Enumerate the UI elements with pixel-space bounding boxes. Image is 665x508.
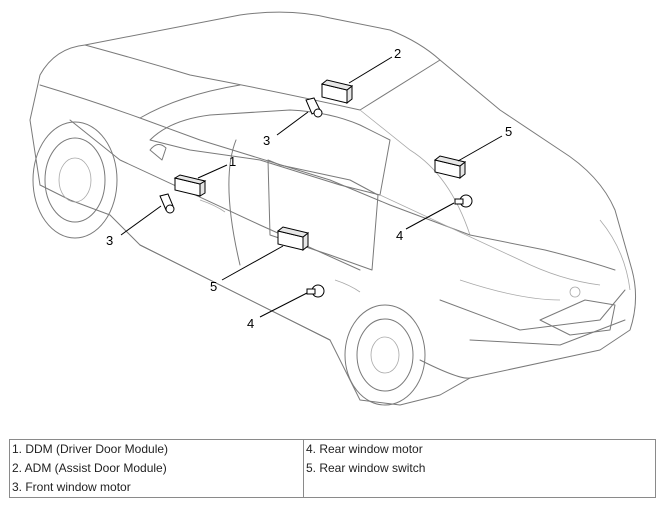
callout-3-lower: 3	[106, 233, 113, 248]
callout-2: 2	[394, 46, 401, 61]
front-window-motor-part-lower	[159, 193, 175, 214]
legend-item-ddm: 1. DDM (Driver Door Module)	[12, 442, 169, 456]
vehicle-component-diagram: 1 2 3 3 4 4 5 5	[29, 11, 636, 406]
component-legend-table: 1. DDM (Driver Door Module) 2. ADM (Assi…	[9, 439, 656, 498]
callout-5-lower: 5	[210, 279, 217, 294]
rear-window-motor-part-lower	[306, 284, 325, 298]
rear-wheel	[344, 304, 426, 406]
legend-item-rear-window-motor: 4. Rear window motor	[306, 442, 423, 456]
leader-lines	[120, 56, 503, 318]
legend-item-adm: 2. ADM (Assist Door Module)	[12, 461, 167, 475]
callout-4-upper: 4	[396, 228, 403, 243]
rear-window-switch-part-upper	[433, 155, 467, 180]
callout-3-upper: 3	[263, 133, 270, 148]
legend-item-rear-window-switch: 5. Rear window switch	[306, 461, 426, 475]
adm-module-part	[320, 79, 354, 105]
callout-4-lower: 4	[247, 316, 254, 331]
front-wheel	[32, 121, 118, 239]
front-window-motor-part-upper	[305, 97, 323, 118]
legend-column-left: 1. DDM (Driver Door Module) 2. ADM (Assi…	[9, 439, 304, 498]
rear-window-switch-part-lower	[276, 226, 310, 252]
vehicle-body-outline	[29, 11, 636, 406]
legend-column-right: 4. Rear window motor 5. Rear window swit…	[303, 439, 656, 498]
rear-window-motor-part-upper	[454, 194, 473, 208]
callout-5-upper: 5	[505, 124, 512, 139]
legend-item-front-window-motor: 3. Front window motor	[12, 480, 131, 494]
callout-1: 1	[229, 154, 236, 169]
ddm-module-part	[173, 174, 207, 197]
